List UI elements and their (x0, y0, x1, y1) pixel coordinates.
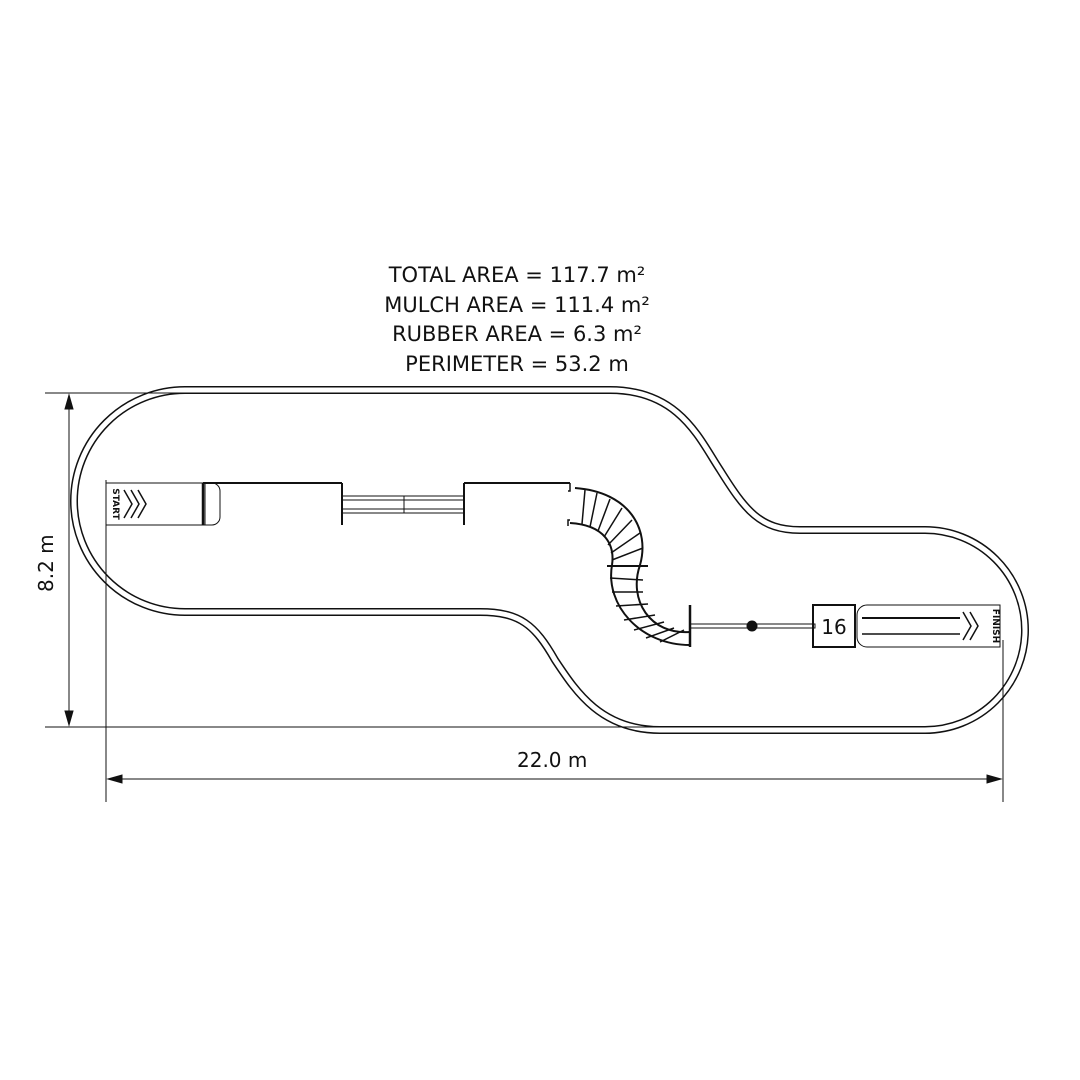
total-area-text: TOTAL AREA = 117.7 m² (388, 263, 646, 287)
post-marker (746, 620, 758, 632)
site-boundary (70, 386, 1029, 734)
finish-label: FINISH (990, 609, 1000, 643)
perimeter-text: PERIMETER = 53.2 m (405, 351, 629, 376)
width-dimension (105, 480, 1004, 802)
height-dimension (45, 392, 660, 728)
rubber-area-text: RUBBER AREA = 6.3 m² (392, 322, 642, 346)
mulch-area-text: MULCH AREA = 111.4 m² (384, 292, 650, 317)
equipment-layout: 16 (201, 482, 856, 648)
area-summary: TOTAL AREA = 117.7 m² MULCH AREA = 111.4… (0, 261, 1034, 379)
station-box (812, 604, 856, 648)
height-label: 8.2 m (34, 534, 58, 592)
width-label: 22.0 m (517, 748, 588, 772)
chevron-icon (123, 489, 147, 519)
chevron-icon (962, 611, 979, 641)
start-label: START (110, 488, 120, 520)
station-number: 16 (821, 615, 846, 639)
curved-ladder (574, 487, 691, 634)
finish-zone: FINISH (856, 604, 1001, 648)
